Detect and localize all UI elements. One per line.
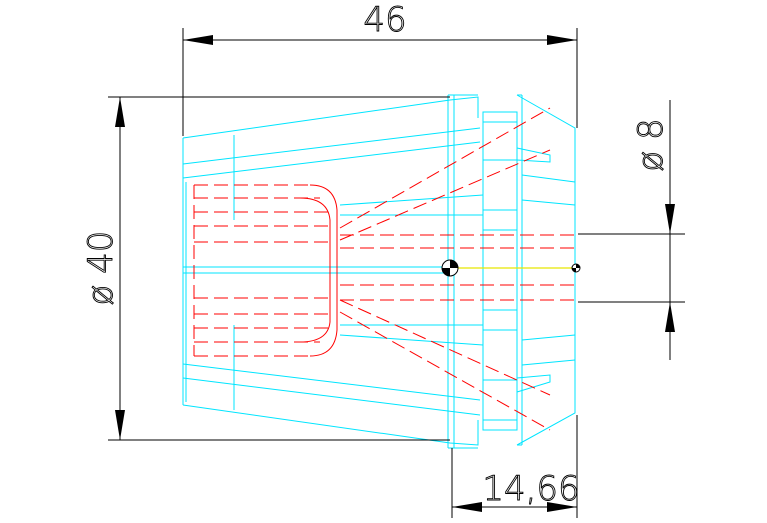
dimension-arrows [115, 35, 675, 512]
dimension-length-label: 46 [363, 0, 406, 40]
dimension-slot-offset-label: 14,66 [482, 469, 579, 509]
dimension-diameter-bore-label: ø 8 [631, 118, 671, 171]
hidden-arcs [299, 184, 338, 357]
centre-mark-right [571, 263, 581, 273]
hidden-lines [193, 107, 575, 431]
centre-mark-left [441, 259, 459, 277]
dimension-diameter-outer-label: ø 40 [81, 231, 121, 306]
collet-outline [182, 94, 576, 449]
